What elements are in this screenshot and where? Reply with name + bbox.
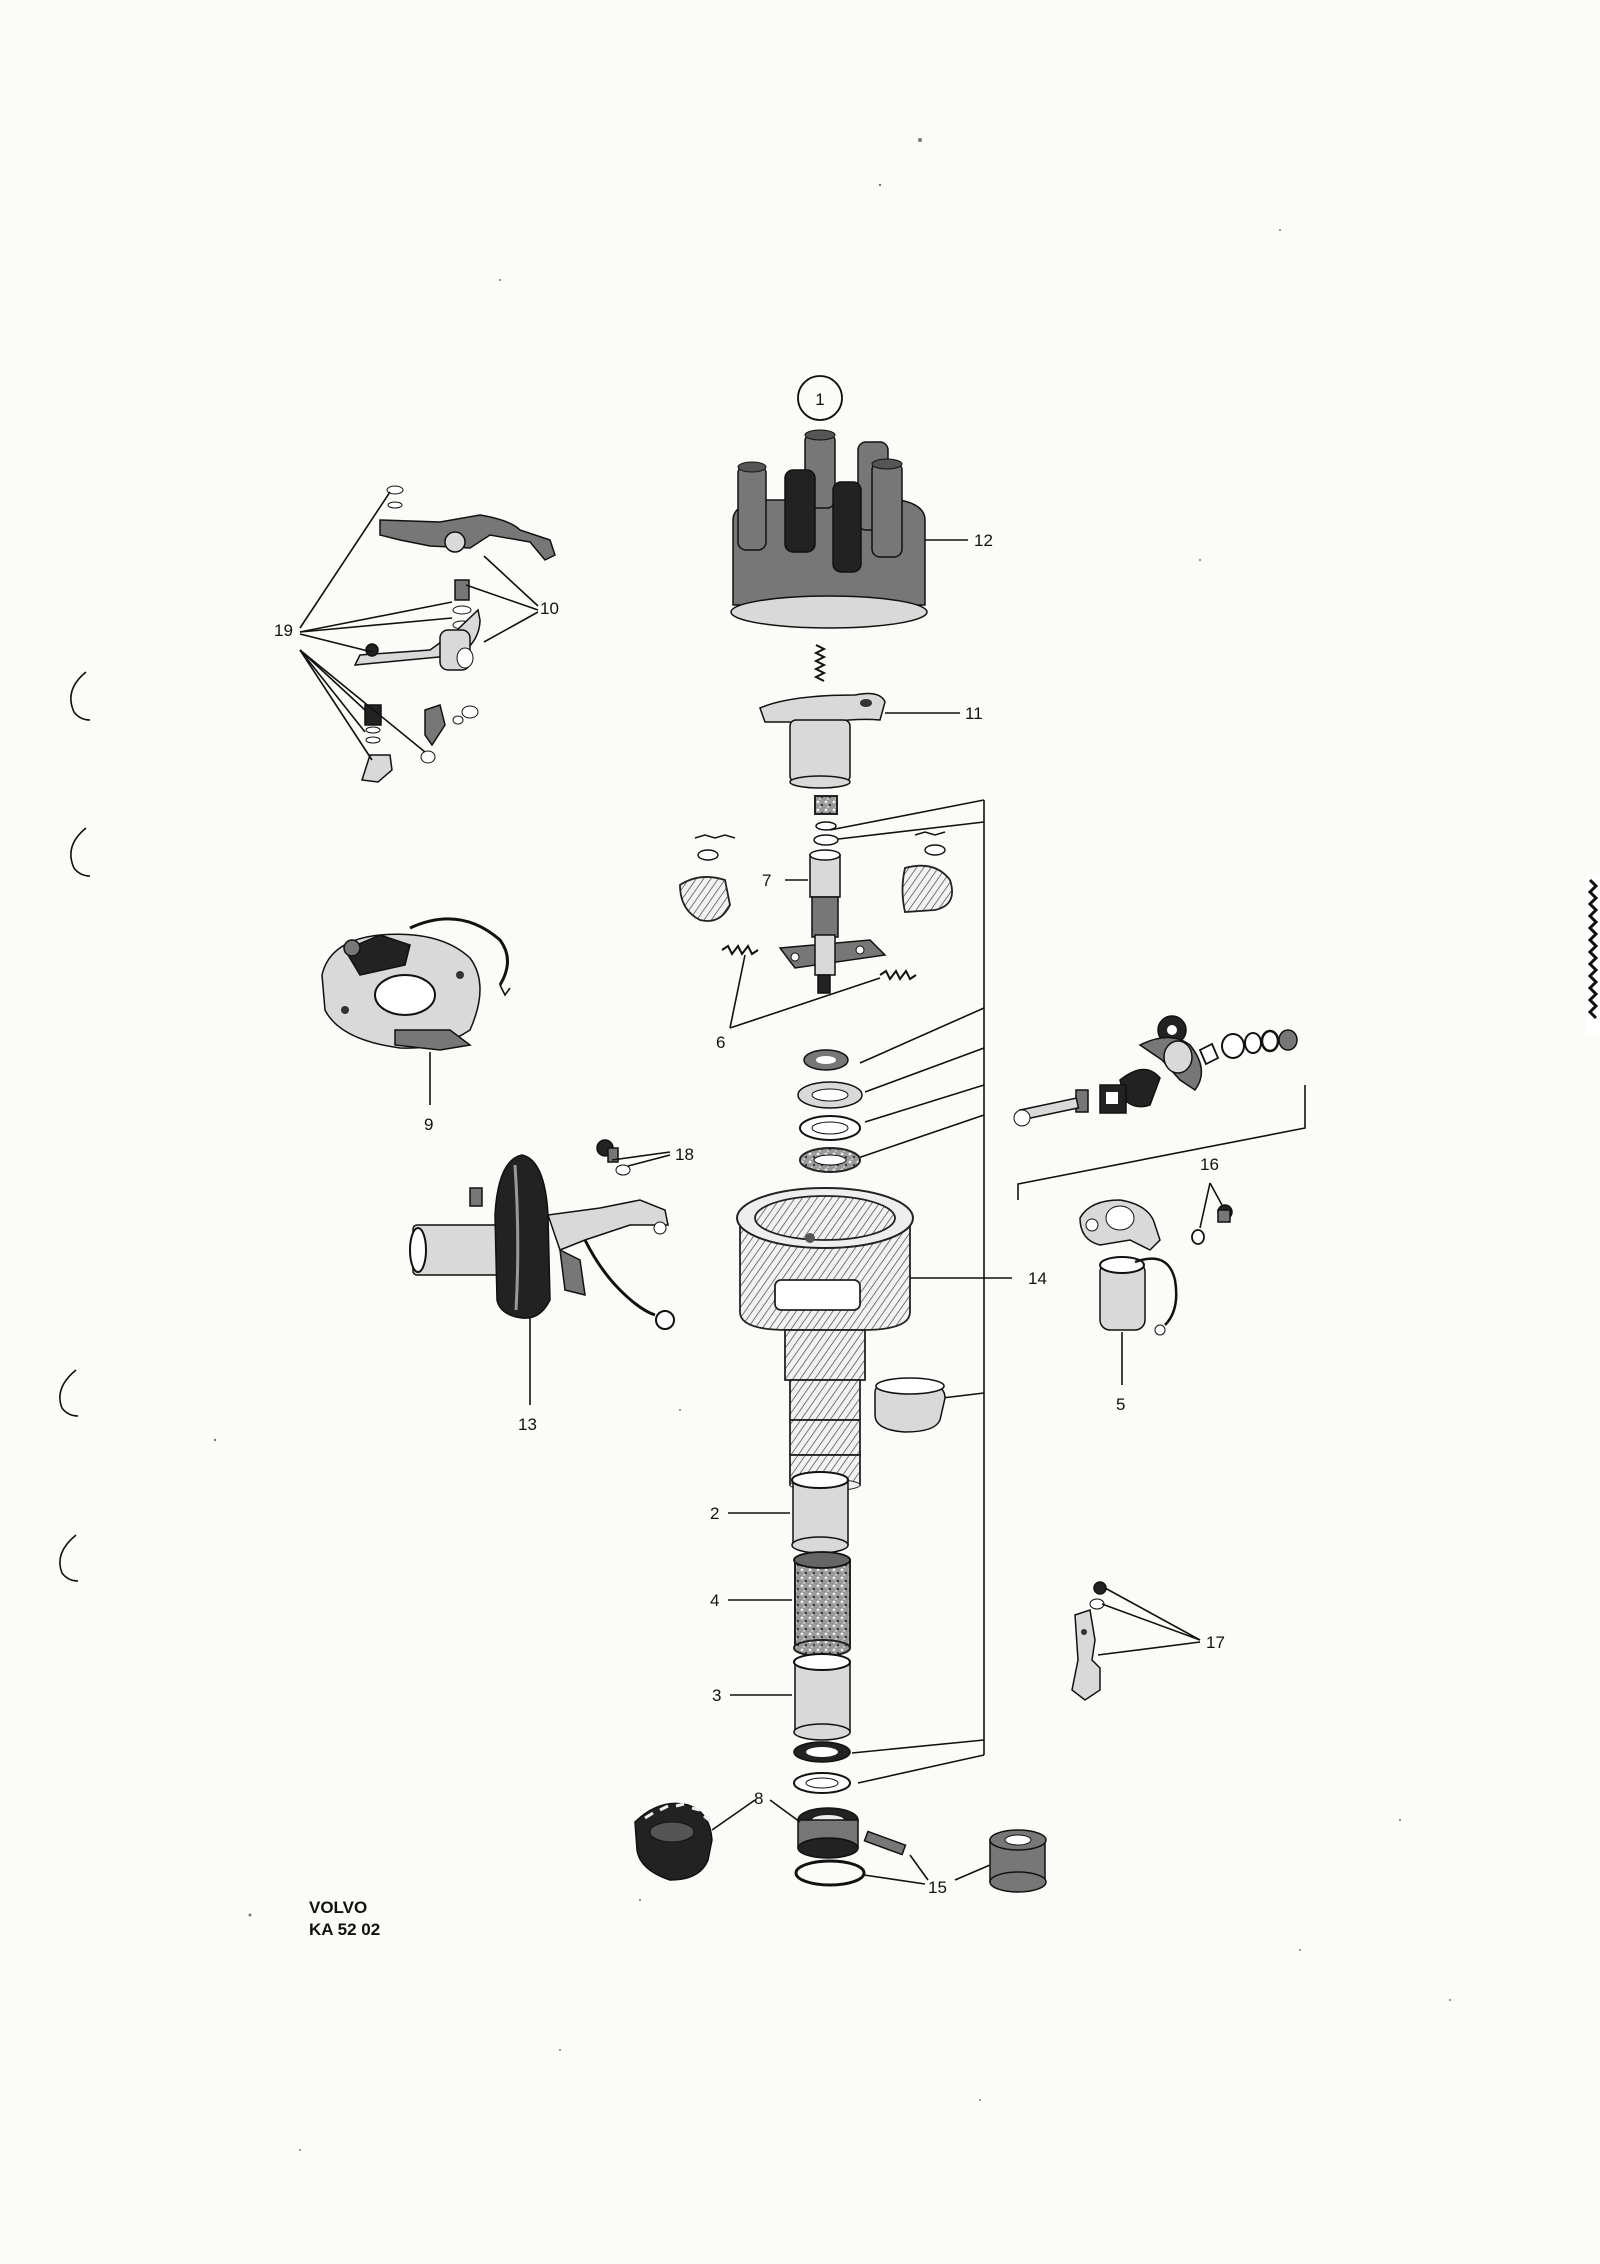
upper-bushing (791, 1471, 849, 1554)
condenser-clamp (1079, 1199, 1233, 1251)
condenser (1099, 1256, 1178, 1336)
callout-13: 13 (518, 1415, 537, 1434)
centrifugal-shaft (778, 849, 887, 994)
centrifugal-weights (679, 864, 953, 922)
callout-16: 16 (1200, 1155, 1219, 1174)
roll-pin (863, 1830, 907, 1856)
weight-clips (694, 831, 946, 861)
main-item-badge: 1 (797, 375, 843, 421)
scan-speckle (213, 138, 1451, 2151)
callout-12: 12 (974, 531, 993, 550)
gear-collar (797, 1807, 859, 1859)
brand-label: VOLVO (309, 1898, 367, 1917)
felt-washer (813, 795, 839, 846)
carbon-brush-spring (813, 644, 827, 682)
rotor-arm (759, 692, 886, 789)
distributor-cap (730, 429, 928, 629)
binder-marks (59, 671, 1600, 1582)
callout-17: 17 (1206, 1633, 1225, 1652)
callout-18: 18 (675, 1145, 694, 1164)
callout-5: 5 (1116, 1395, 1125, 1414)
lower-bushing (793, 1653, 851, 1741)
callout-1: 1 (815, 390, 824, 409)
felt-bushing (793, 1551, 851, 1657)
callout-3: 3 (712, 1686, 721, 1705)
callout-8: 8 (754, 1789, 763, 1808)
callout-19: 19 (274, 621, 293, 640)
breaker-plate (321, 917, 511, 1051)
distributor-housing (736, 1187, 914, 1492)
sealing-ring (874, 1377, 946, 1433)
callout-15: 15 (928, 1878, 947, 1897)
assembly-bracket-14 (829, 799, 1012, 1784)
collar-ring (989, 1829, 1047, 1893)
callout-6: 6 (716, 1033, 725, 1052)
weight-springs (721, 944, 917, 981)
circlip (794, 1859, 866, 1887)
mounting-screw (596, 1139, 631, 1176)
callout-10: 10 (540, 599, 559, 618)
page-reference: KA 52 02 (309, 1920, 380, 1939)
thrust-washers (797, 1049, 863, 1173)
callout-4: 4 (710, 1591, 719, 1610)
drive-gear (634, 1802, 713, 1881)
callout-9: 9 (424, 1115, 433, 1134)
lower-washers (793, 1741, 851, 1794)
vacuum-advance-unit (409, 1154, 675, 1330)
contact-breaker-set (353, 485, 556, 783)
callout-14: 14 (1028, 1269, 1047, 1288)
callout-7: 7 (762, 871, 771, 890)
cap-clip (1071, 1581, 1107, 1701)
callout-11: 11 (965, 704, 983, 723)
terminal-kit (1013, 1015, 1298, 1127)
callout-2: 2 (710, 1504, 719, 1523)
